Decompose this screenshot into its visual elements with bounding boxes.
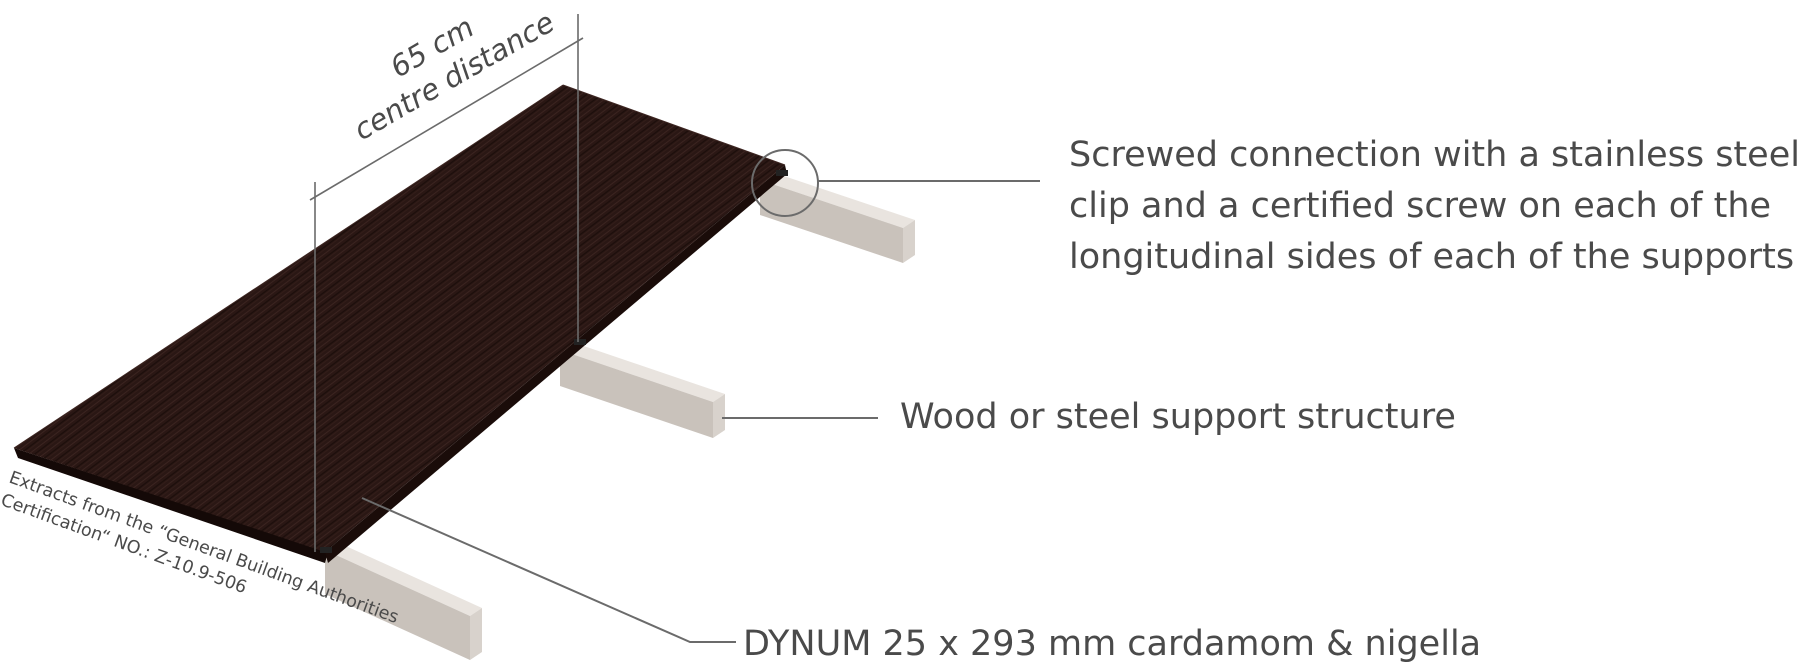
detail-circle-icon	[751, 149, 819, 217]
clip-icon	[320, 170, 788, 553]
connection-label: Screwed connection with a stainless stee…	[1069, 135, 1800, 277]
board-label: DYNUM 25 x 293 mm cardamom & nigella	[743, 624, 1481, 664]
support-joist-back	[760, 172, 915, 263]
support-label: Wood or steel support structure	[900, 397, 1456, 437]
decking-board	[13, 84, 787, 563]
board-leader	[361, 497, 736, 643]
dimension-lines	[309, 14, 584, 552]
support-joist-front	[325, 542, 482, 660]
support-joist-middle	[560, 342, 725, 438]
